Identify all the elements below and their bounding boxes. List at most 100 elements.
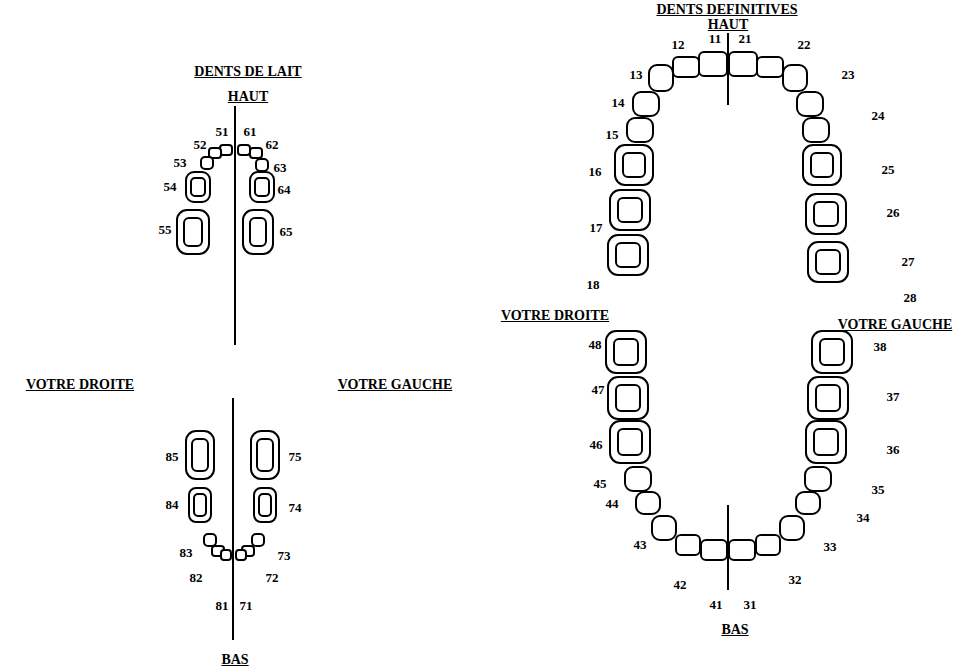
- tooth-number: 61: [244, 125, 257, 139]
- heading-label: HAUT: [708, 17, 748, 32]
- tooth: [808, 242, 848, 282]
- tooth-number: 14: [612, 96, 625, 110]
- primary-upper-teeth: [177, 145, 274, 254]
- tooth: [184, 218, 202, 246]
- tooth-number: 42: [674, 578, 687, 592]
- tooth: [252, 534, 264, 546]
- tooth-number: 38: [874, 340, 887, 354]
- tooth: [250, 172, 274, 202]
- tooth: [255, 178, 269, 196]
- heading-label: VOTRE DROITE: [501, 308, 609, 323]
- tooth: [618, 429, 642, 455]
- tooth: [816, 385, 840, 411]
- tooth-number: 55: [159, 223, 172, 237]
- heading-label: VOTRE DROITE: [26, 377, 134, 392]
- permanent-lower-teeth: [606, 331, 852, 560]
- tooth-number: 32: [789, 573, 802, 587]
- tooth-number: 11: [709, 32, 721, 46]
- tooth: [238, 145, 250, 155]
- tooth: [699, 52, 727, 76]
- tooth: [633, 92, 659, 116]
- tooth: [729, 52, 757, 76]
- tooth: [204, 534, 216, 546]
- tooth-number: 52: [194, 138, 207, 152]
- tooth-number: 25: [882, 163, 895, 177]
- tooth: [618, 198, 642, 222]
- tooth-number: 35: [872, 483, 885, 497]
- tooth: [192, 439, 208, 471]
- tooth: [649, 65, 673, 91]
- tooth-number: 65: [280, 225, 293, 239]
- tooth-number: 16: [589, 165, 602, 179]
- permanent-upper-teeth: [608, 52, 848, 282]
- tooth: [201, 157, 213, 169]
- tooth: [189, 488, 211, 522]
- tooth: [259, 494, 271, 516]
- heading-label: HAUT: [228, 89, 268, 104]
- tooth: [701, 540, 727, 560]
- tooth: [816, 250, 840, 274]
- tooth-number: 71: [240, 599, 253, 613]
- tooth: [614, 339, 638, 365]
- midline: [232, 398, 234, 640]
- tooth: [243, 210, 273, 254]
- tooth-number: 47: [592, 383, 605, 397]
- heading-label: BAS: [221, 652, 248, 667]
- tooth-number: 37: [887, 390, 900, 404]
- tooth: [610, 190, 650, 230]
- tooth: [811, 153, 833, 177]
- tooth: [606, 331, 646, 373]
- heading-label: DENTS DEFINITIVES: [656, 2, 797, 17]
- tooth-number: 18: [587, 278, 600, 292]
- tooth: [806, 421, 846, 463]
- tooth: [250, 148, 262, 158]
- heading-label: VOTRE GAUCHE: [838, 317, 952, 332]
- tooth-number: 46: [590, 438, 603, 452]
- tooth-number: 28: [904, 291, 917, 305]
- tooth: [623, 153, 645, 177]
- tooth-number: 53: [174, 156, 187, 170]
- tooth: [251, 431, 279, 479]
- tooth-number: 82: [190, 571, 203, 585]
- tooth: [177, 210, 209, 254]
- tooth: [652, 516, 676, 540]
- tooth: [796, 492, 820, 514]
- tooth: [803, 145, 841, 185]
- tooth-number: 62: [266, 138, 279, 152]
- tooth-number: 54: [164, 180, 177, 194]
- tooth-number: 24: [872, 109, 885, 123]
- tooth: [797, 92, 823, 116]
- tooth: [194, 494, 206, 516]
- tooth: [627, 118, 653, 142]
- tooth-number: 75: [289, 450, 302, 464]
- tooth: [610, 421, 650, 463]
- tooth: [257, 439, 273, 471]
- tooth: [625, 467, 651, 491]
- tooth-number: 12: [672, 38, 685, 52]
- tooth: [814, 202, 838, 226]
- tooth-number: 45: [594, 477, 607, 491]
- tooth-number: 41: [710, 598, 723, 612]
- tooth-number: 48: [589, 338, 602, 352]
- tooth-number: 36: [887, 443, 900, 457]
- midline: [234, 106, 236, 345]
- tooth-number: 64: [278, 183, 291, 197]
- tooth-number: 22: [798, 38, 811, 52]
- tooth: [814, 429, 838, 455]
- tooth-number: 73: [278, 549, 291, 563]
- heading-label: BAS: [721, 622, 748, 637]
- tooth: [803, 118, 829, 142]
- tooth: [729, 540, 755, 560]
- tooth: [757, 57, 783, 77]
- tooth-number: 15: [606, 128, 619, 142]
- heading-label: DENTS DE LAIT: [194, 64, 301, 79]
- tooth: [756, 535, 780, 555]
- tooth: [636, 492, 660, 514]
- tooth-number: 34: [857, 511, 870, 525]
- tooth: [805, 467, 831, 491]
- tooth-number: 83: [180, 546, 193, 560]
- tooth-number: 51: [216, 125, 229, 139]
- tooth: [254, 488, 276, 522]
